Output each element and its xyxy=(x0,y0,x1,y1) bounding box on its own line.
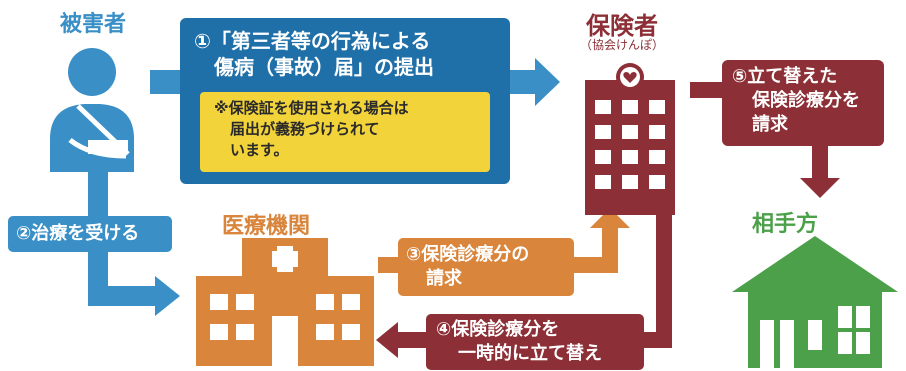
step-1-line2: 傷病（事故）届」の提出 xyxy=(214,55,434,79)
step-4-line2: 一時的に立て替え xyxy=(458,343,602,364)
step-1-line1: ①「第三者等の行為による xyxy=(194,29,431,53)
step-5-line2: 保険診療分を xyxy=(752,90,860,111)
step-1-box: ①「第三者等の行為による 傷病（事故）届」の提出 ※保険証を使用される場合は 届… xyxy=(180,18,510,184)
step-1-note: ※保険証を使用される場合は 届出が義務づけられて います。 xyxy=(200,92,490,172)
step-5-box: ⑤立て替えた 保険診療分を 請求 xyxy=(722,60,884,146)
insurer-sublabel: （協会けんぽ） xyxy=(580,38,665,52)
step-4-box: ④保険診療分を 一時的に立て替え xyxy=(426,314,644,370)
counterparty-label: 相手方 xyxy=(752,212,819,237)
step-2-label: ②治療を受ける xyxy=(16,223,140,244)
hospital-building-icon xyxy=(196,238,374,366)
house-icon xyxy=(732,236,898,368)
step-5-line1: ⑤立て替えた xyxy=(732,66,838,87)
hospital-label: 医療機関 xyxy=(222,214,311,239)
insurer-label: 保険者 xyxy=(586,12,658,40)
injured-person-icon xyxy=(50,48,134,172)
step-1-note-line3: います。 xyxy=(230,141,289,159)
step-3-line2: 請求 xyxy=(426,268,462,289)
step-3-line1: ③保険診療分の xyxy=(406,244,530,265)
step-3-box: ③保険診療分の 請求 xyxy=(398,238,574,296)
arrow-5-recover xyxy=(690,82,840,198)
step-5-line3: 請求 xyxy=(752,114,788,135)
step-1-note-line1: ※保険証を使用される場合は xyxy=(214,99,409,117)
step-4-line1: ④保険診療分を xyxy=(436,319,560,340)
step-2-box: ②治療を受ける xyxy=(8,216,172,252)
victim-label: 被害者 xyxy=(60,12,127,37)
step-1-note-line2: 届出が義務づけられて xyxy=(230,120,380,138)
office-building-heart-icon xyxy=(585,63,675,215)
